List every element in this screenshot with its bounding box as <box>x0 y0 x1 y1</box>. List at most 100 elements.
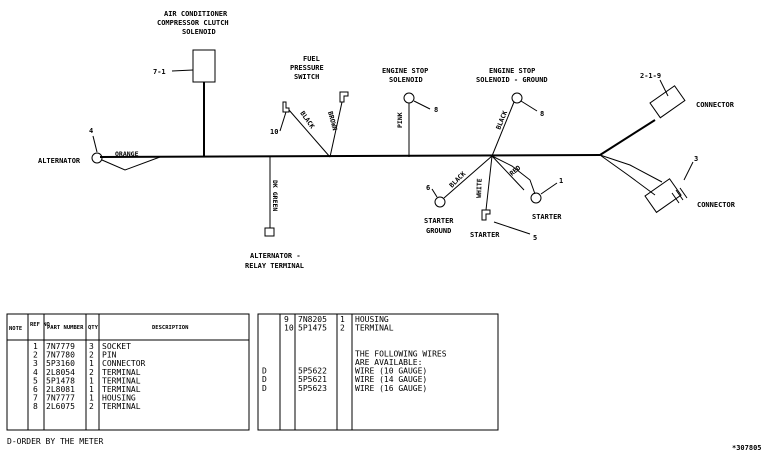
cell-qty: 1 <box>89 385 94 394</box>
st2-callout-leader <box>493 221 531 235</box>
cell-part: 2L8081 <box>46 385 75 394</box>
es-title-2: SOLENOID <box>389 76 423 84</box>
ac-title-1: AIR CONDITIONER <box>164 10 228 18</box>
starter-red-wire <box>491 155 536 195</box>
table-footnote: D-ORDER BY THE METER <box>7 437 104 446</box>
th-note: NOTE <box>9 326 22 332</box>
cell-desc: TERMINAL <box>102 376 141 385</box>
conn2-comb-2 <box>675 189 684 201</box>
th-qty: QTY <box>88 325 99 331</box>
parts-table-right <box>257 313 499 431</box>
cell-part: 2L6075 <box>46 402 75 411</box>
connector2-wire-b <box>599 154 663 183</box>
cell-ref: 7 <box>33 394 38 403</box>
cell-part: 5P1475 <box>298 324 327 333</box>
fuel-brown-wire <box>329 101 343 158</box>
cell-ref: 8 <box>33 402 38 411</box>
cell-part: 7N7780 <box>46 351 75 360</box>
ac-callout-leader <box>171 69 194 72</box>
cell-qty: 2 <box>89 368 94 377</box>
starter-white-wire <box>485 155 493 211</box>
starter-ground-label-2: GROUND <box>426 227 451 235</box>
conn1-callout-leader <box>659 79 669 97</box>
st1-callout: 1 <box>559 177 563 185</box>
conn2-comb-1 <box>671 192 680 204</box>
table-row: D 5P5623 WIRE (16 GAUGE) <box>262 384 427 393</box>
orange-wire-label: ORANGE <box>115 150 139 158</box>
esg-callout: 8 <box>540 110 544 118</box>
table-row: ARE AVAILABLE: <box>355 358 422 367</box>
conn2-callout-leader <box>683 161 694 181</box>
esg-black-wire <box>491 101 515 157</box>
cell-desc: PIN <box>102 351 117 360</box>
connector2-housing <box>644 178 682 214</box>
fuel-title-1: FUEL <box>303 55 320 63</box>
es-terminal <box>403 92 415 104</box>
white-wire-label: WHITE <box>475 178 484 198</box>
cell-qty: 3 <box>89 342 94 351</box>
starter-label-1: STARTER <box>532 213 562 221</box>
cell-ref: 4 <box>33 368 38 377</box>
fuel-black-wire <box>288 109 331 158</box>
th-desc: DESCRIPTION <box>152 325 188 331</box>
cell-part: 5P5622 <box>298 367 327 376</box>
starter-terminal-1 <box>530 192 542 204</box>
cell-note: D <box>262 384 267 393</box>
connector1-wire <box>599 119 656 156</box>
starter-red-wire-b <box>491 155 525 191</box>
cell-ref: 2 <box>33 351 38 360</box>
cell-part: 2L8054 <box>46 368 75 377</box>
conn1-callout: 2-1-9 <box>640 72 661 80</box>
connector1-label: CONNECTOR <box>696 101 735 109</box>
cell-part: 7N7777 <box>46 394 75 403</box>
cell-part: 5P5623 <box>298 384 327 393</box>
cell-desc: THE FOLLOWING WIRES <box>355 349 447 358</box>
cell-qty: 1 <box>89 394 94 403</box>
cell-desc: ARE AVAILABLE: <box>355 358 422 367</box>
pink-wire-label: PINK <box>396 112 404 128</box>
ac-callout: 7-1 <box>153 68 166 76</box>
starter-ground-black-wire <box>443 155 493 199</box>
alternator-callout-leader <box>92 135 98 153</box>
starter-terminal-5 <box>481 209 491 221</box>
cell-qty: 1 <box>340 315 345 324</box>
starter-ground-terminal <box>434 196 446 208</box>
cell-note: D <box>262 375 267 384</box>
connector1-housing <box>649 85 686 119</box>
cell-note: D <box>262 367 267 376</box>
cell-ref: 1 <box>33 342 38 351</box>
drawing-number: *307805 <box>732 444 762 452</box>
cell-desc: WIRE (10 GAUGE) <box>355 367 427 376</box>
cell-qty: 2 <box>89 402 94 411</box>
fuel-title-3: SWITCH <box>294 73 319 81</box>
ac-title-2: COMPRESSOR CLUTCH <box>157 19 229 27</box>
cell-desc: WIRE (14 GAUGE) <box>355 375 427 384</box>
cell-desc: WIRE (16 GAUGE) <box>355 384 427 393</box>
connector2-wire <box>599 154 656 196</box>
ac-title-3: SOLENOID <box>182 28 216 36</box>
cell-ref: 5 <box>33 376 38 385</box>
th-ref: REF NO <box>30 322 51 328</box>
cell-desc: TERMINAL <box>355 324 394 333</box>
ac-solenoid-housing <box>192 49 216 83</box>
brown-wire-label: BROWN <box>326 110 339 131</box>
fuel-callout-leader <box>279 111 287 132</box>
alternator-orange-wire <box>101 156 161 171</box>
main-harness-line <box>99 154 601 158</box>
table-row: THE FOLLOWING WIRES <box>355 349 447 358</box>
cell-part: 5P1478 <box>46 376 75 385</box>
red-wire-label: RED <box>508 164 522 178</box>
esg-title-2: SOLENOID - GROUND <box>476 76 548 84</box>
cell-part: 7N8205 <box>298 315 327 324</box>
alternator-terminal <box>91 152 103 164</box>
cell-part: 5P5621 <box>298 375 327 384</box>
connector2-label: CONNECTOR <box>697 201 736 209</box>
